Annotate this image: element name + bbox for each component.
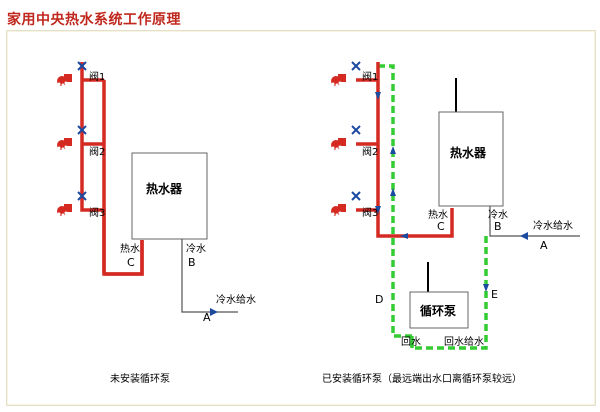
right-caption: 已安装循环泵（最远端出水口离循环泵较远） — [322, 372, 522, 385]
right-point-b: B — [494, 220, 502, 233]
right-valve-1-icon — [351, 61, 361, 71]
left-hot-pipe — [80, 62, 144, 276]
right-hot-pipe — [376, 62, 454, 238]
right-point-e: E — [491, 288, 498, 301]
left-faucet-3-icon — [57, 204, 72, 217]
left-heater-label: 热水器 — [146, 181, 183, 196]
left-cold-label: 冷水 — [186, 242, 206, 255]
right-valve-3-label: 阀3 — [362, 206, 378, 219]
left-diagram: 阀1 阀2 阀3 热水器 热水 冷水 C B A 冷水给水 未安装循环泵 — [57, 61, 256, 385]
left-caption: 未安装循环泵 — [110, 372, 170, 385]
left-heater-box — [131, 152, 208, 240]
left-faucet-1-icon — [57, 74, 72, 87]
left-valve-1-label: 阀1 — [89, 70, 105, 83]
left-faucet-2-icon — [57, 138, 72, 151]
left-valve-3-label: 阀3 — [89, 206, 105, 219]
left-point-b: B — [188, 256, 196, 269]
right-heater-box — [438, 111, 504, 207]
right-valve-1-label: 阀1 — [362, 70, 378, 83]
right-cold-arrow-icon — [520, 232, 528, 240]
page-title: 家用中央热水系统工作原理 — [7, 12, 181, 28]
left-cold-supply-label: 冷水给水 — [216, 293, 256, 306]
right-valve-3-icon — [351, 191, 361, 201]
right-hot-label: 热水 — [428, 208, 448, 221]
right-return-cold-label: 回水给水 — [444, 335, 484, 348]
right-faucet-1-icon — [331, 74, 346, 87]
right-cold-supply-label: 冷水给水 — [533, 219, 573, 232]
left-cold-pipe — [181, 239, 238, 313]
left-cold-arrow-icon — [210, 308, 218, 316]
right-point-a: A — [540, 239, 548, 252]
right-pump-label: 循环泵 — [420, 303, 456, 318]
right-return-label: 回水 — [401, 336, 421, 348]
left-hot-label: 热水 — [120, 242, 140, 255]
right-faucet-3-icon — [331, 204, 346, 217]
right-pump-box — [409, 291, 469, 329]
right-valve-2-icon — [351, 125, 361, 135]
right-point-c: C — [437, 220, 445, 233]
right-diagram: 阀1 阀2 阀3 热水器 热水 冷水 C B A 冷水给水 D E 循环泵 回水… — [322, 61, 580, 385]
right-faucet-2-icon — [331, 138, 346, 151]
left-point-a: A — [203, 311, 211, 324]
left-point-c: C — [127, 256, 135, 269]
left-valve-2-label: 阀2 — [89, 145, 105, 158]
right-point-d: D — [375, 293, 383, 306]
right-cold-label: 冷水 — [488, 208, 508, 221]
right-heater-label: 热水器 — [450, 145, 487, 160]
right-valve-2-label: 阀2 — [362, 145, 378, 158]
right-cold-pipe — [489, 206, 580, 237]
